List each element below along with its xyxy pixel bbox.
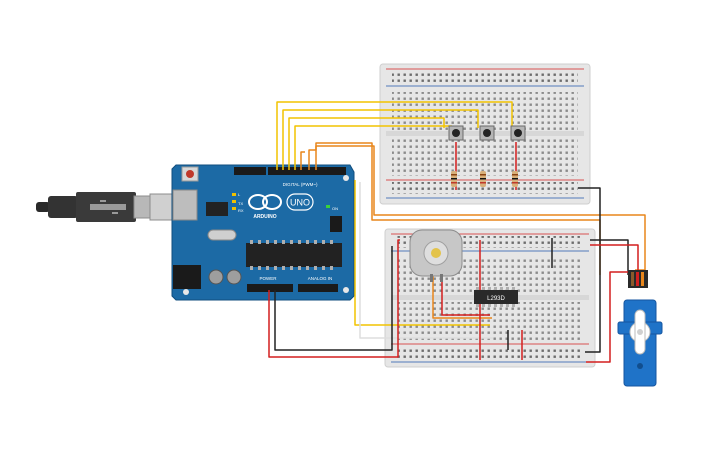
- button-icon[interactable]: [479, 125, 495, 141]
- reset-button[interactable]: [181, 166, 199, 182]
- wire-yellow[interactable]: [354, 180, 490, 326]
- arduino-logo-icon: [248, 193, 314, 211]
- chip-label: L293D: [487, 296, 505, 302]
- capacitor: [226, 269, 242, 285]
- usb-socket: [172, 189, 198, 221]
- usb-chip: [206, 202, 228, 216]
- terminal-block-lower: [392, 138, 578, 176]
- brand-label: ARDUINO: [253, 214, 276, 220]
- power-header[interactable]: [247, 284, 293, 292]
- resistor-icon[interactable]: [480, 171, 486, 187]
- on-label: ON: [332, 206, 338, 211]
- crystal: [207, 229, 237, 241]
- digital-label: DIGITAL (PWM~): [283, 182, 318, 187]
- analog-label: ANALOG IN: [308, 276, 333, 281]
- wire-red[interactable]: [441, 275, 490, 316]
- capacitor: [208, 269, 224, 285]
- resistor-icon[interactable]: [451, 171, 457, 187]
- wire-yellow[interactable]: [294, 125, 452, 170]
- usb-cable-icon[interactable]: [36, 192, 181, 222]
- bottom-board-lower-block: [397, 302, 583, 340]
- bottom-board-bottom-rail: [397, 346, 583, 358]
- rx-label: RX: [238, 208, 244, 213]
- tx-label: TX: [238, 201, 243, 206]
- mount-hole: [183, 289, 189, 295]
- mount-hole: [343, 287, 349, 293]
- power-label: POWER: [259, 276, 277, 281]
- wire-black[interactable]: [274, 246, 393, 351]
- wire-black[interactable]: [590, 239, 629, 275]
- wire-yellow[interactable]: [276, 101, 513, 170]
- terminal-block-upper: [392, 92, 578, 130]
- resistor-icon[interactable]: [512, 171, 518, 187]
- button-icon[interactable]: [448, 125, 464, 141]
- dc-motor-icon[interactable]: [409, 229, 463, 282]
- analog-header[interactable]: [298, 284, 338, 292]
- wire-yellow[interactable]: [288, 117, 445, 170]
- l-label: L: [238, 192, 241, 197]
- servo-icon[interactable]: [617, 270, 663, 387]
- model-label: UNO: [290, 198, 310, 208]
- l293d-chip[interactable]: L293D: [474, 287, 518, 307]
- digital-header-left[interactable]: [234, 167, 266, 175]
- button-icon[interactable]: [510, 125, 526, 141]
- top-rail-holes: [392, 71, 578, 83]
- wire-yellow[interactable]: [282, 109, 479, 170]
- power-jack: [173, 265, 201, 289]
- arduino-uno-board[interactable]: UNO ARDUINO DIGITAL (PWM~) POWER ANALOG …: [171, 164, 355, 301]
- wire-orange[interactable]: [308, 142, 601, 275]
- atmega-chip: [246, 243, 342, 267]
- wire-red[interactable]: [586, 244, 639, 363]
- wire-red[interactable]: [268, 239, 400, 358]
- icsp-header: [330, 216, 342, 232]
- digital-header[interactable]: [268, 167, 346, 175]
- wire-orange[interactable]: [300, 151, 305, 170]
- wire-white[interactable]: [359, 182, 493, 339]
- wire-black[interactable]: [578, 187, 601, 353]
- bottom-rail-holes: [392, 182, 578, 194]
- mount-hole: [343, 175, 349, 181]
